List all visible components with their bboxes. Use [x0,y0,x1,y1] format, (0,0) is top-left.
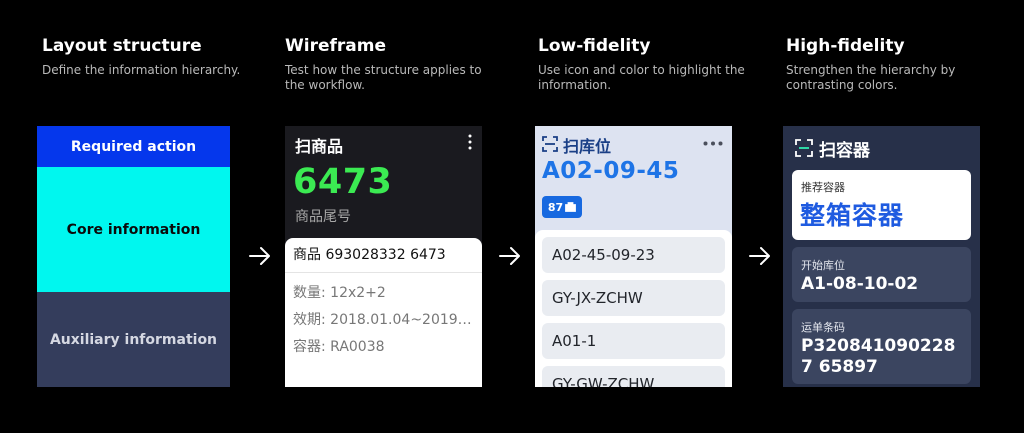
product-card: 商品 693028332 6473 数量: 12x2+2 效期: 2018.01… [285,238,482,387]
list-item[interactable]: GY-JX-ZCHW [542,280,725,316]
column-description: Use icon and color to highlight the info… [538,63,745,92]
location-list: A02-45-09-23 GY-JX-ZCHW A01-1 GY-GW-ZCHW [535,230,732,387]
column-title: Wireframe [285,36,386,56]
required-action-block: Required action [37,126,230,167]
scan-icon[interactable] [542,136,558,152]
auxiliary-information-block: Auxiliary information [37,292,230,387]
count-badge: 87 [542,196,582,218]
column-description: Test how the structure applies to the wo… [285,63,482,92]
waybill-card: 运单条码 P3208410902287 65897 [792,309,971,384]
screen-title: 扫库位 [563,137,612,156]
arrow-right-icon [499,247,520,265]
high-fidelity-screen: 扫容器 推荐容器 整箱容器 开始库位 A1-08-10-02 运单条码 P320… [783,126,980,387]
list-item[interactable]: A01-1 [542,323,725,359]
start-location-card: 开始库位 A1-08-10-02 [792,247,971,302]
arrow-right-icon [249,247,270,265]
scan-icon[interactable] [795,139,813,157]
product-tail-number: 6473 [293,162,393,202]
product-expiry: 效期: 2018.01.04~2019… [293,312,472,328]
start-location-value: A1-08-10-02 [801,274,919,294]
start-location-label: 开始库位 [801,259,845,272]
product-container: 容器: RA0038 [293,339,385,355]
waybill-value: P3208410902287 65897 [801,336,956,377]
recommended-container-value: 整箱容器 [800,201,905,230]
column-title: Layout structure [42,36,202,56]
column-description: Define the information hierarchy. [42,63,241,77]
wireframe-screen: 扫商品 6473 商品尾号 商品 693028332 6473 数量: 12x2… [285,126,482,387]
recommended-container-card: 推荐容器 整箱容器 [792,170,971,240]
list-item[interactable]: GY-GW-ZCHW [542,366,725,387]
product-code: 商品 693028332 6473 [285,238,482,273]
column-description: Strengthen the hierarchy by contrasting … [786,63,956,92]
location-code: A02-09-45 [542,158,680,184]
product-tail-label: 商品尾号 [295,209,351,225]
column-title: High-fidelity [786,36,905,56]
more-vertical-icon[interactable] [467,134,473,150]
low-fidelity-screen: 扫库位 A02-09-45 87 A02-45-09-23 GY-JX-ZCHW… [535,126,732,387]
screen-title: 扫商品 [295,137,344,156]
arrow-right-icon [749,247,770,265]
recommended-container-label: 推荐容器 [801,181,845,194]
count-value: 87 [547,200,564,214]
more-horizontal-icon[interactable] [703,141,723,146]
product-quantity: 数量: 12x2+2 [293,285,386,301]
waybill-label: 运单条码 [801,321,845,334]
list-item[interactable]: A02-45-09-23 [542,237,725,273]
core-information-block: Core information [37,167,230,292]
box-icon [565,202,577,212]
column-title: Low-fidelity [538,36,651,56]
screen-title: 扫容器 [819,141,870,161]
